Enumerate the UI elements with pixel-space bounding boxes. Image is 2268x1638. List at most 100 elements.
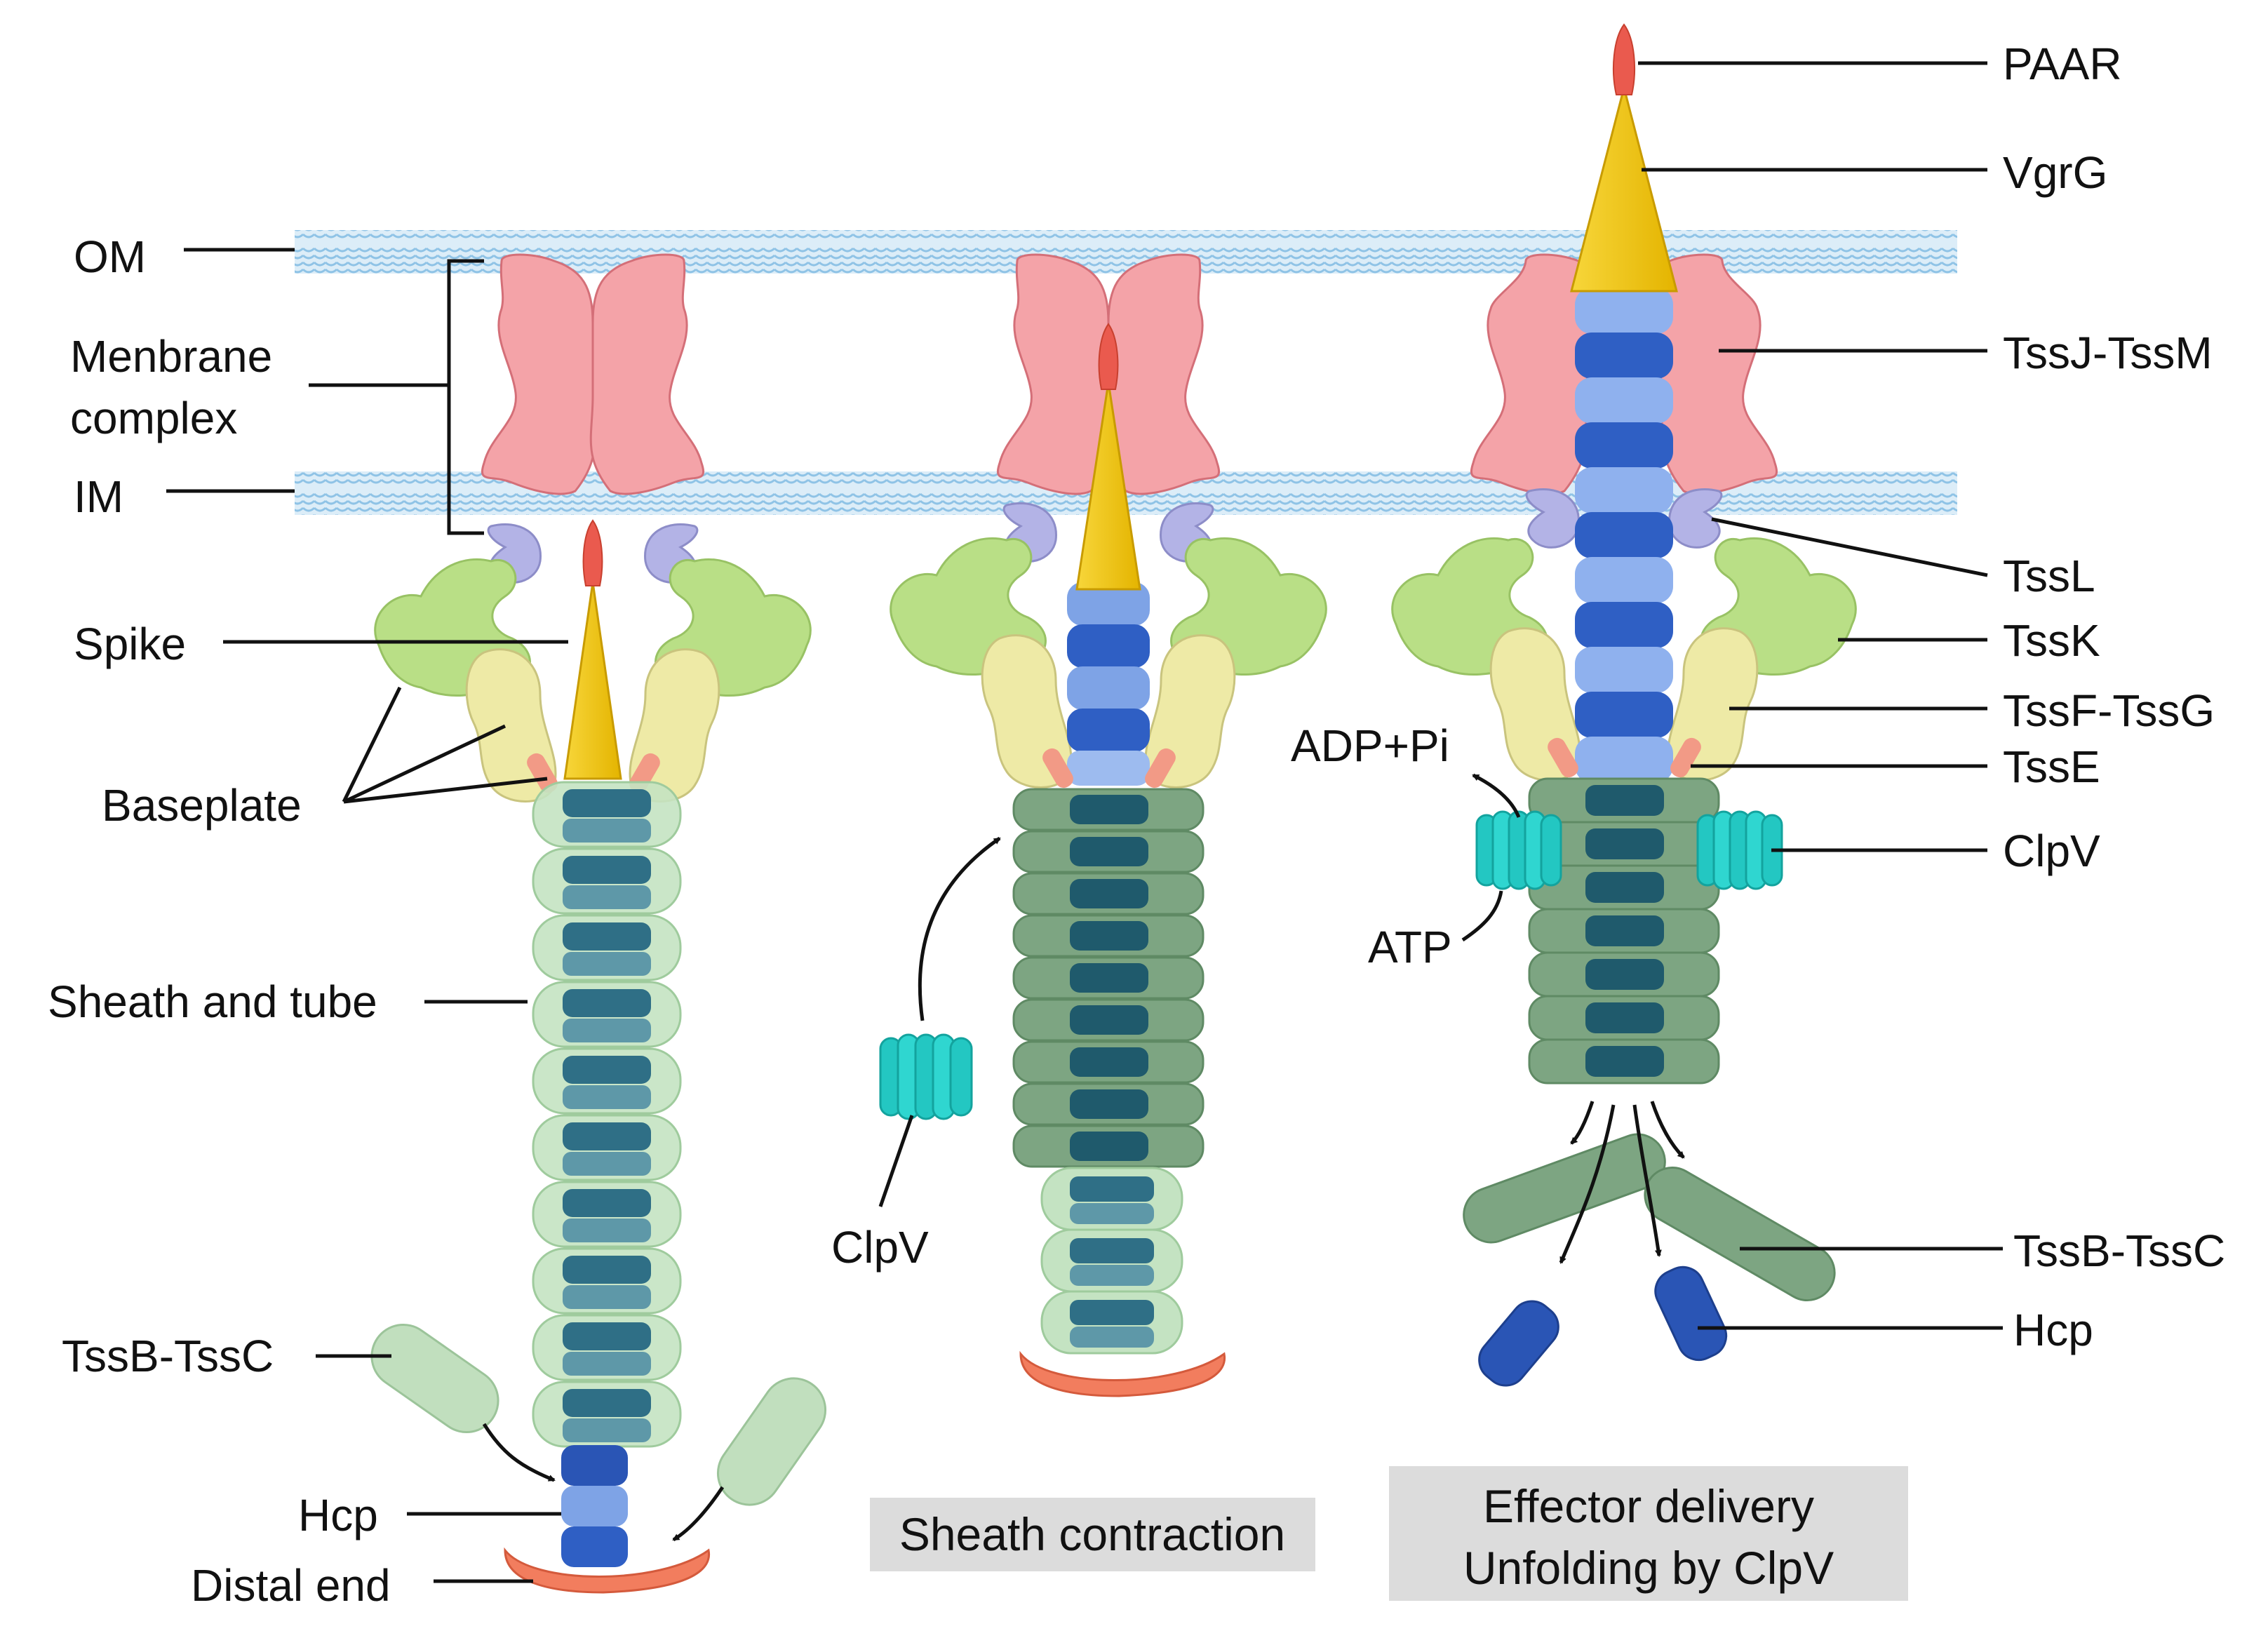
tube-segment (1070, 1176, 1154, 1202)
tube-segment (1070, 1300, 1154, 1325)
label-membrane-complex-2: complex (70, 393, 237, 443)
tube-segment-2a (1067, 582, 1150, 626)
leader-clpv-middle (878, 1115, 914, 1207)
label-distal-end: Distal end (191, 1560, 391, 1611)
vgrg-spike-left (563, 582, 622, 780)
tube-segment (1585, 1046, 1664, 1077)
tsse-3b (1670, 737, 1701, 778)
label-tssb-tssc-right: TssB-TssC (2013, 1226, 2225, 1276)
tube-segment (563, 1152, 651, 1176)
tube-segment (1585, 785, 1664, 816)
hcp-tube-ring (1575, 422, 1673, 469)
label-hcp-left: Hcp (298, 1490, 378, 1540)
hcp-tube-ring (1575, 377, 1673, 424)
tube-segment (1070, 1327, 1154, 1348)
hcp-tube-ring (1575, 647, 1673, 693)
label-sheath-and-tube: Sheath and tube (48, 976, 377, 1027)
tsse-3a (1548, 737, 1578, 778)
label-spike: Spike (74, 619, 186, 669)
tube-segment (563, 1219, 651, 1242)
hcp-tube-ring (1575, 692, 1673, 738)
tssl-left-3 (1525, 488, 1580, 549)
label-tsse: TssE (2003, 741, 2100, 792)
caption-effector-delivery-1: Effector delivery (1483, 1480, 1814, 1532)
tube-segment (563, 922, 651, 951)
tube-segment (563, 885, 651, 909)
contracted-sheath (1012, 788, 1205, 1168)
tube-segment (563, 952, 651, 976)
label-clpv-middle: ClpV (831, 1222, 929, 1273)
paar-2 (1098, 323, 1119, 390)
tube-segment (563, 1352, 651, 1376)
leader-baseplate (342, 686, 548, 804)
membrane-complex-right-half-2 (1105, 253, 1221, 495)
tube-segment (1070, 1089, 1148, 1119)
label-paar: PAAR (2003, 39, 2122, 89)
membrane-complex-left-half (481, 253, 596, 495)
membrane-complex-right-half (589, 253, 705, 495)
tube-segment (563, 789, 651, 817)
arrow-tssb-tssc-to-hcp-2 (672, 1486, 725, 1542)
extended-tube (563, 789, 651, 1442)
vgrg-spike-2 (1075, 382, 1141, 591)
tsse-2a (1042, 748, 1073, 788)
tube-segment (1585, 959, 1664, 990)
tube-segment (1585, 828, 1664, 859)
label-tssl: TssL (2003, 551, 2095, 601)
hcp-tube-ring (1575, 333, 1673, 379)
hcp-ring-1 (561, 1445, 628, 1486)
tube-segment (1585, 1002, 1664, 1033)
clpv-free (879, 1033, 973, 1120)
released-hcp-1 (1478, 1300, 1559, 1387)
label-adp-pi: ADP+Pi (1291, 720, 1449, 771)
hcp-tube-ring (1575, 512, 1673, 558)
translocated-tube (1575, 288, 1673, 783)
leader-membrane-complex-bracket (309, 259, 484, 535)
assembly-contracted (890, 253, 1327, 1397)
arrow-tssb-tssc-to-hcp-1 (482, 1423, 556, 1482)
tube-segment-2c (1067, 666, 1150, 710)
label-im: IM (74, 471, 123, 522)
tube-segment (563, 1019, 651, 1042)
tube-segment (1070, 1265, 1154, 1286)
tube-segment (563, 989, 651, 1017)
label-clpv-right: ClpV (2003, 826, 2100, 876)
caption-effector-delivery-2: Unfolding by ClpV (1463, 1542, 1834, 1594)
tssb-tssc-free-1 (370, 1323, 499, 1434)
tube-segment (563, 1418, 651, 1442)
hcp-tube-ring (1575, 288, 1673, 334)
label-membrane-complex-1: Menbrane (70, 331, 272, 382)
tube-segment (1070, 1005, 1148, 1035)
tube-segment (563, 856, 651, 884)
label-om: OM (74, 231, 146, 282)
paar-3 (1612, 23, 1636, 95)
tube-segment (1070, 1203, 1154, 1224)
tube-segment (563, 819, 651, 843)
distal-end-cap-2 (1019, 1350, 1226, 1397)
tube-segment-2e (1067, 751, 1150, 786)
arrow-release-2 (1559, 1104, 1616, 1264)
tube-segment (1070, 837, 1148, 866)
tube-segment (1070, 921, 1148, 951)
label-tssj-tssm: TssJ-TssM (2003, 328, 2213, 378)
tube-segment (1070, 1132, 1148, 1161)
membrane-complex-left-half-2 (996, 253, 1112, 495)
hcp-tube-ring (1575, 467, 1673, 513)
arrow-release-4 (1650, 1101, 1685, 1159)
tube-segment (563, 1189, 651, 1217)
label-vgrg: VgrG (2003, 147, 2107, 198)
assembly-extended (370, 253, 827, 1594)
tube-segment (563, 1389, 651, 1417)
paar-left (582, 519, 603, 586)
arrow-atp-to-clpv (1461, 890, 1503, 942)
hcp-tube-ring (1575, 737, 1673, 783)
remaining-extended-sheath (1040, 1167, 1183, 1355)
tsse-left-a (527, 753, 558, 793)
tube-segment-2b (1067, 624, 1150, 668)
leader-tssl (1711, 517, 1988, 577)
arrow-clpv-to-sheath (918, 836, 1001, 1021)
tube-segment-2d (1067, 709, 1150, 752)
hcp-tube-ring (1575, 602, 1673, 648)
tsse-2b (1145, 748, 1176, 788)
